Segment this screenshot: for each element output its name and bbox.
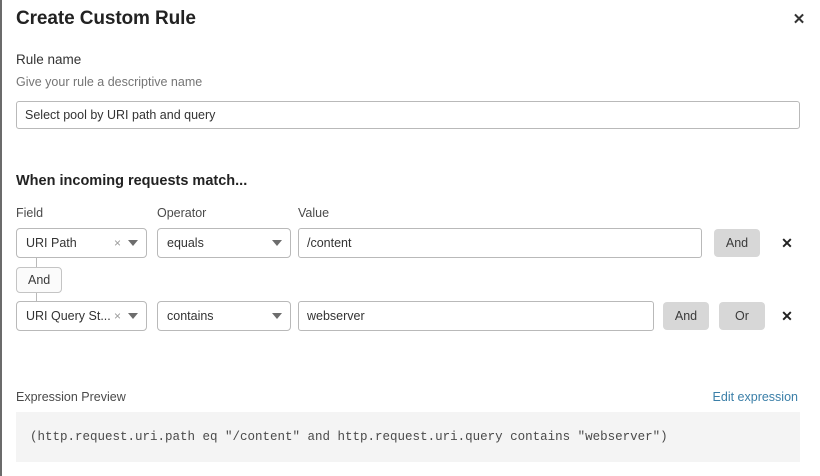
remove-condition-button-1[interactable]: ✕ bbox=[774, 229, 800, 257]
field-select-label-2: URI Query St... bbox=[26, 309, 111, 323]
rule-name-help-text: Give your rule a descriptive name bbox=[16, 75, 203, 89]
operator-select-2[interactable]: contains bbox=[157, 301, 291, 331]
value-input-1[interactable] bbox=[298, 228, 702, 258]
condition-connector: And bbox=[16, 258, 136, 302]
connector-line-top bbox=[36, 258, 37, 267]
operator-select-1[interactable]: equals bbox=[157, 228, 291, 258]
operator-select-label-1: equals bbox=[167, 236, 204, 250]
close-icon[interactable]: ✕ bbox=[786, 6, 812, 32]
field-select-2[interactable]: URI Query St... × bbox=[16, 301, 147, 331]
expression-preview-label: Expression Preview bbox=[16, 390, 126, 404]
column-header-field: Field bbox=[16, 206, 44, 220]
chevron-down-icon bbox=[272, 313, 282, 319]
or-button-2[interactable]: Or bbox=[719, 302, 765, 330]
chevron-down-icon bbox=[272, 240, 282, 246]
column-header-operator: Operator bbox=[157, 206, 207, 220]
chevron-down-icon bbox=[128, 313, 138, 319]
rule-name-label: Rule name bbox=[16, 52, 82, 67]
column-header-value: Value bbox=[298, 206, 330, 220]
and-button-1[interactable]: And bbox=[714, 229, 760, 257]
clear-icon[interactable]: × bbox=[113, 309, 121, 323]
connector-and-chip[interactable]: And bbox=[16, 267, 63, 293]
clear-icon[interactable]: × bbox=[113, 236, 121, 250]
connector-line-bottom bbox=[36, 293, 37, 302]
field-select-label-1: URI Path bbox=[26, 236, 77, 250]
conditions-heading: When incoming requests match... bbox=[16, 173, 248, 189]
expression-preview-code: (http.request.uri.path eq "/content" and… bbox=[16, 412, 800, 462]
and-button-2[interactable]: And bbox=[663, 302, 709, 330]
remove-condition-button-2[interactable]: ✕ bbox=[774, 302, 800, 330]
chevron-down-icon bbox=[128, 240, 138, 246]
rule-name-input[interactable] bbox=[16, 101, 800, 129]
value-input-2[interactable] bbox=[298, 301, 654, 331]
operator-select-label-2: contains bbox=[167, 309, 214, 323]
dialog-title: Create Custom Rule bbox=[16, 8, 196, 29]
field-select-1[interactable]: URI Path × bbox=[16, 228, 147, 258]
edit-expression-link[interactable]: Edit expression bbox=[712, 390, 798, 404]
